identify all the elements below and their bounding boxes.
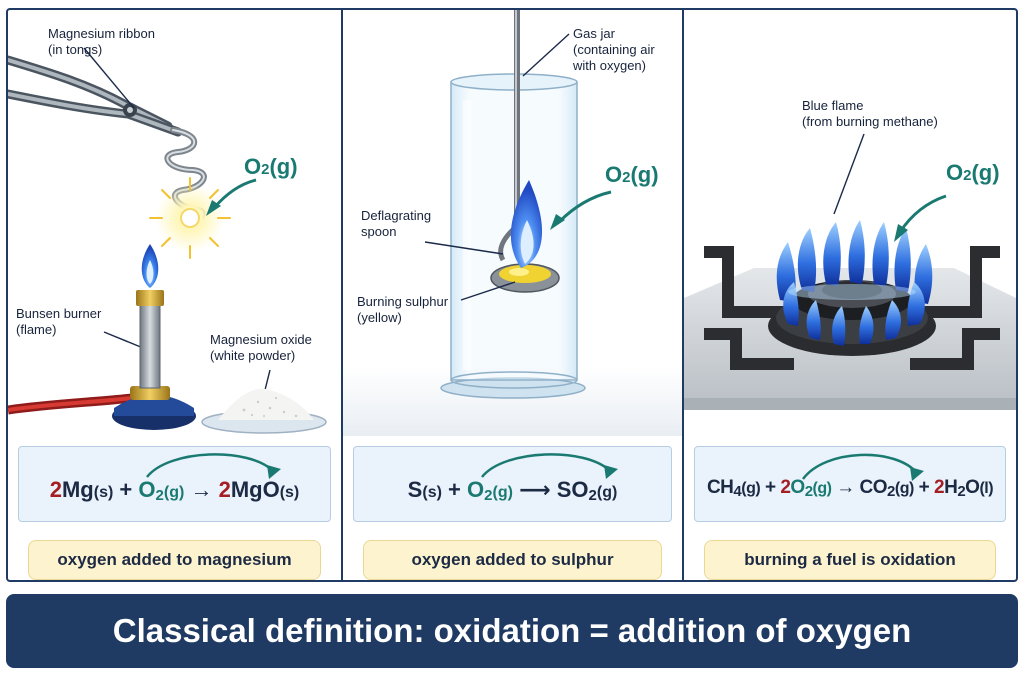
blue-flame-icon	[776, 220, 933, 346]
oxygen-arrow-2	[557, 190, 612, 224]
magnesium-oxide-dish-icon	[201, 388, 327, 434]
blue-flame-label: Blue flame (from burning methane)	[802, 98, 938, 129]
caption-methane: burning a fuel is oxidation	[704, 540, 996, 580]
oxygen-label-3: O2(g)	[946, 160, 1000, 185]
panel-divider-2	[682, 10, 684, 580]
panel-magnesium: Magnesium ribbon (in tongs) Bunsen burne…	[8, 10, 341, 580]
magnesium-oxide-label: Magnesium oxide (white powder)	[210, 332, 312, 363]
bright-light-icon	[149, 177, 231, 259]
magnesium-illustration	[8, 47, 327, 434]
equation-box-sulphur: S(s) + O2(g) ⟶ SO2(g)	[353, 446, 672, 522]
gas-stove-illustration	[684, 133, 1016, 410]
bunsen-burner-label: Bunsen burner (flame)	[16, 306, 102, 337]
equation-arrow-1	[146, 453, 281, 479]
oxygen-arrow-3	[898, 194, 947, 233]
burning-sulphur-label: Burning sulphur (yellow)	[357, 294, 449, 325]
magnesium-ribbon-label: Magnesium ribbon (in tongs)	[48, 26, 155, 57]
equation-box-methane: CH4(g) + 2O2(g) → CO2(g) + 2H2O(l)	[694, 446, 1006, 522]
equation-box-magnesium: 2Mg(s) + O2(g) → 2MgO(s)	[18, 446, 331, 522]
oxygen-label-1: O2(g)	[244, 154, 298, 179]
definition-banner: Classical definition: oxidation = additi…	[6, 594, 1018, 668]
sulphur-illustration	[343, 10, 682, 436]
pan-support-icon	[704, 246, 1000, 370]
equation-sulphur: S(s) + O2(g) ⟶ SO2(g)	[407, 477, 618, 504]
caption-sulphur: oxygen added to sulphur	[363, 540, 662, 580]
caption-magnesium: oxygen added to magnesium	[28, 540, 321, 580]
equation-arrow-3	[801, 453, 924, 481]
equation-magnesium: 2Mg(s) + O2(g) → 2MgO(s)	[49, 477, 300, 504]
gas-jar-label: Gas jar (containing air with oxygen)	[573, 26, 655, 73]
diagram-frame: Magnesium ribbon (in tongs) Bunsen burne…	[6, 8, 1018, 582]
deflagrating-spoon-label: Deflagrating spoon	[361, 208, 432, 239]
oxygen-label-2: O2(g)	[605, 162, 659, 187]
equation-arrow-2	[481, 453, 618, 479]
tongs-icon	[8, 55, 183, 137]
bunsen-burner-icon	[8, 244, 196, 430]
panel-divider-1	[341, 10, 343, 580]
equation-methane: CH4(g) + 2O2(g) → CO2(g) + 2H2O(l)	[706, 477, 994, 500]
panel-methane: Blue flame (from burning methane) O2(g) …	[684, 10, 1016, 580]
panel-sulphur: Gas jar (containing air with oxygen) Def…	[343, 10, 682, 580]
deflagrating-spoon-icon	[490, 10, 560, 293]
